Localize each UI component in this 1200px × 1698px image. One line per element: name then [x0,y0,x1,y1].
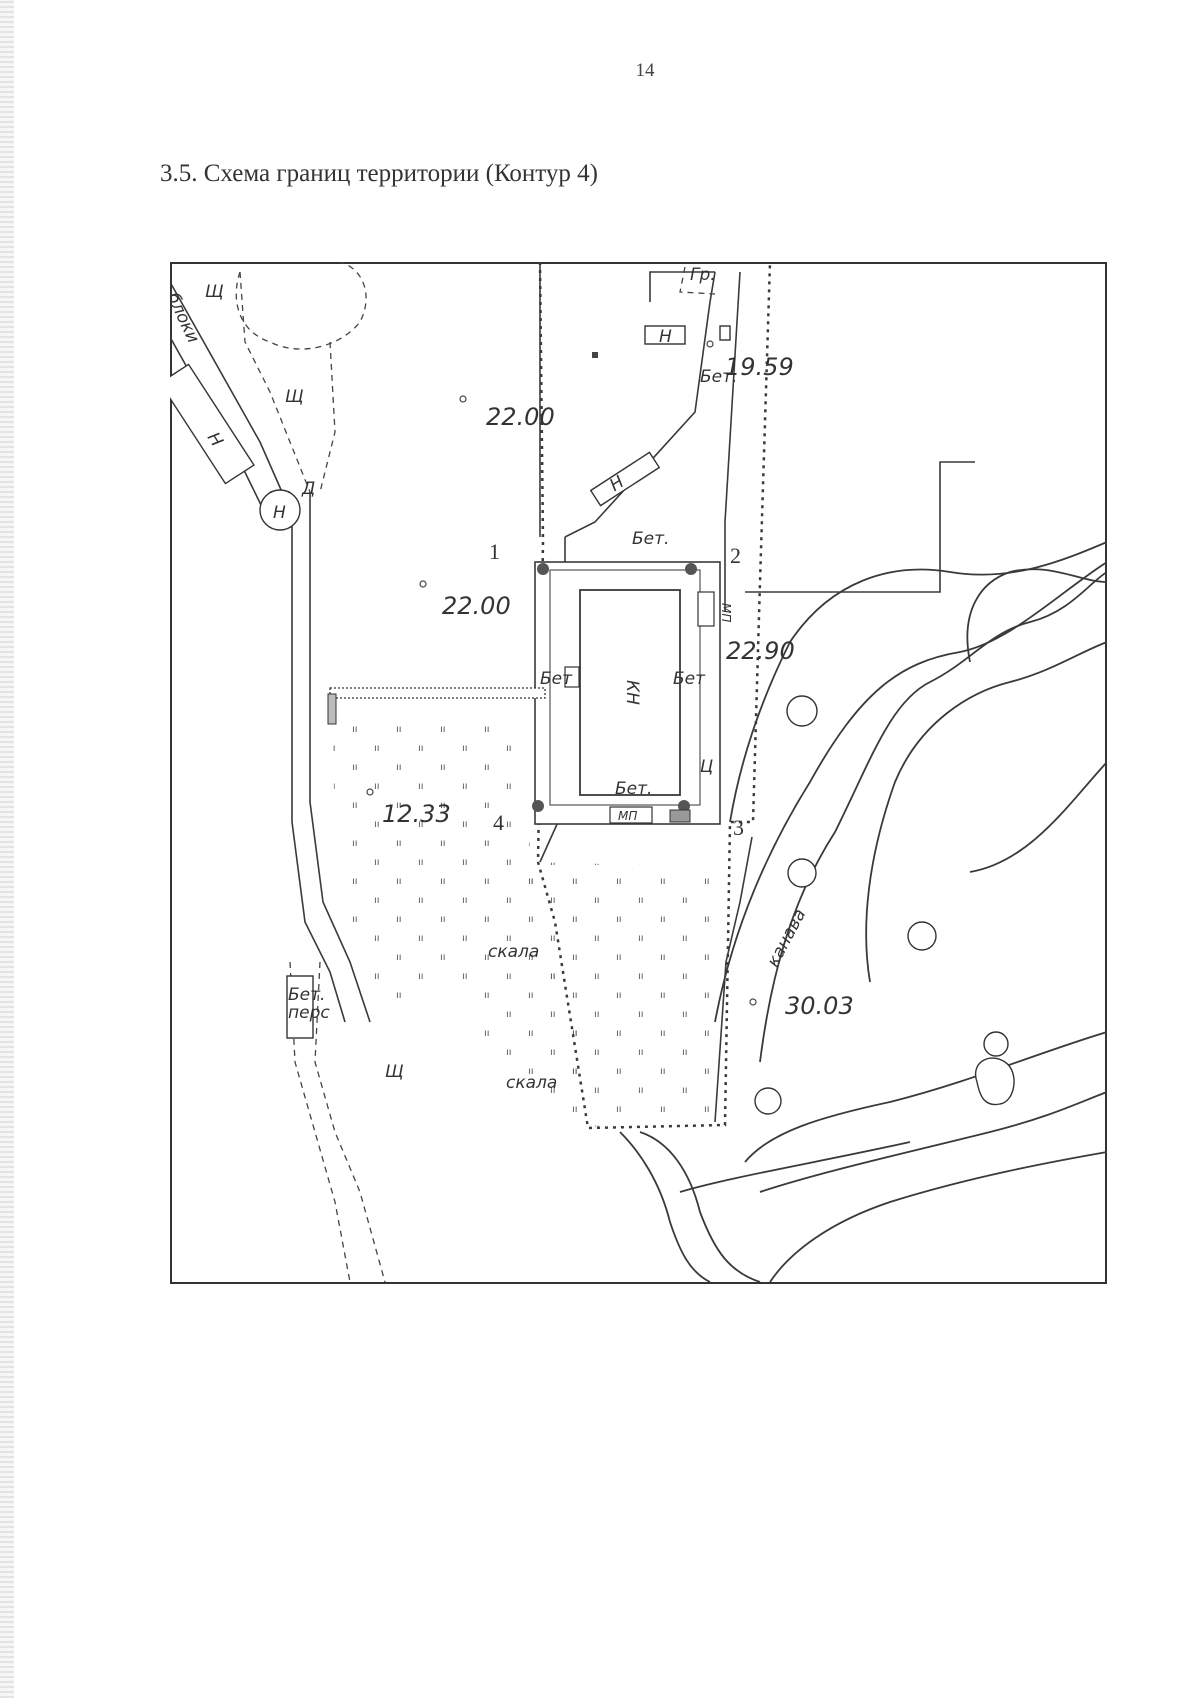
label-bet-pers: Бет. [288,985,325,1005]
label-shch-1: Щ [205,282,224,302]
fence [327,687,546,725]
boundary-point-4: 4 [493,810,504,835]
elevation-6: 30.03 [785,992,854,1020]
label-kn: КН [622,680,642,705]
label-bet-1: Бет. [700,367,737,387]
elevation-4: 22.90 [726,637,795,665]
label-ts: Ц [700,757,713,777]
label-bet-5: Бет. [615,779,652,799]
label-shch-2: Щ [285,387,304,407]
elevation-2: 22.00 [442,592,511,620]
label-bet-2: Бет. [632,529,669,549]
contour-lines [619,541,1107,1283]
label-shch-3: Щ [385,1062,404,1082]
scan-edge [0,0,14,1698]
label-bet-4: Бет [673,669,706,689]
elevation-3: 19.59 [725,353,794,381]
grass-area-left [332,726,590,1132]
boundary-point-2: 2 [730,543,741,568]
boundary-point-1: 1 [489,539,500,564]
map-symbols [366,340,757,1006]
label-gr: Гр. [690,265,716,285]
label-mp-1: МП [618,809,637,823]
label-n-2: Н [273,503,286,523]
label-mp-2: МП [719,603,733,622]
elevation-1: 22.00 [486,403,555,431]
label-skala-2: скала [506,1073,557,1093]
small-buildings [170,325,1015,1115]
site-plan-map: ıı ıı [170,262,1107,1284]
page-number: 14 [635,60,655,81]
page-title: 3.5. Схема границ территории (Контур 4) [160,160,598,187]
label-skala-1: скала [488,942,539,962]
elevation-5: 12.33 [382,800,451,828]
label-pers: перс [288,1003,330,1023]
boundary-point-3: 3 [733,815,744,840]
label-n-3: Н [659,327,672,347]
label-bet-3: Бет [540,669,573,689]
station-complex [532,561,721,825]
label-d: Д [301,479,315,499]
